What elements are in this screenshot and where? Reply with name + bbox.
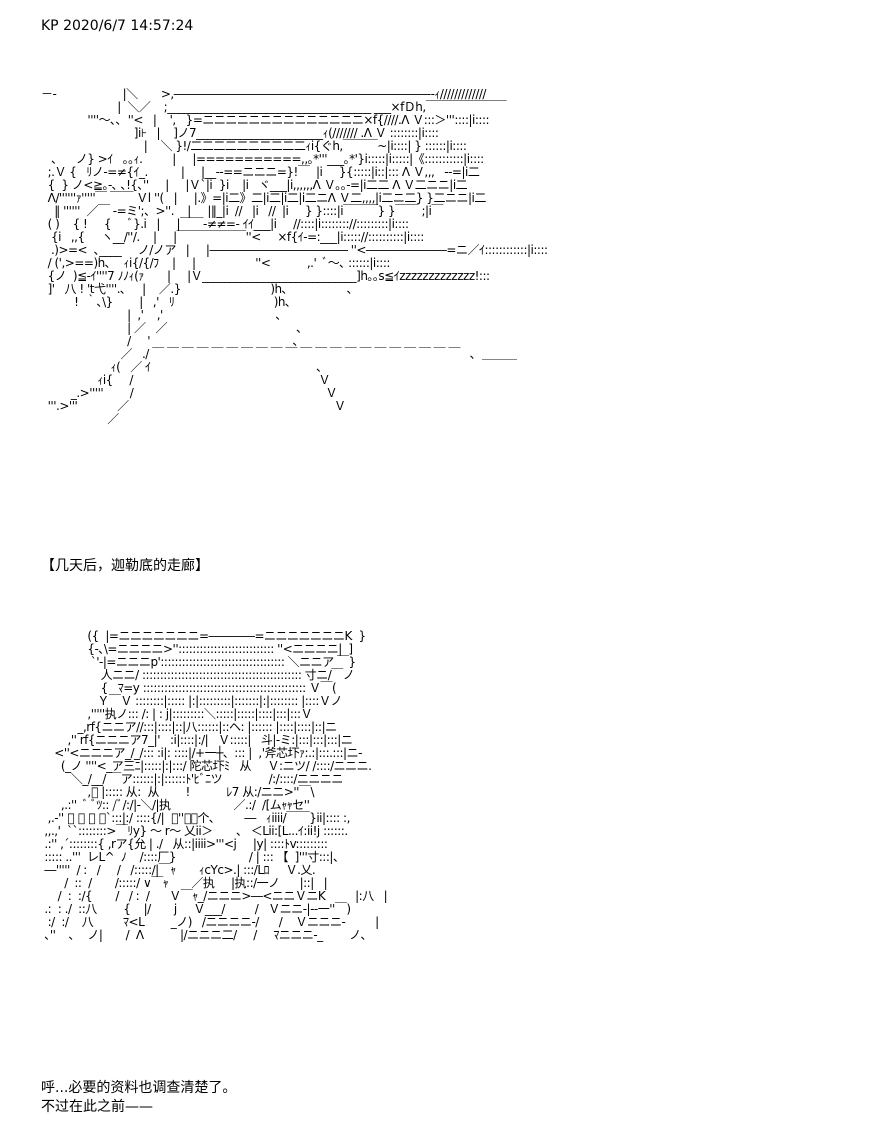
post-timestamp: KP 2020/6/7 14:57:24 [41, 18, 194, 34]
scene-caption: 【几天后，迦勒底的走廊】 [41, 558, 209, 574]
dialogue-line-2: 不过在此之前—— [41, 1099, 153, 1115]
ascii-art-character-portrait: ({ |=ニニニニニニニ=――――=ニニニニニニニK } {-､\=ニニニニ>'… [44, 630, 388, 942]
dialogue-line-1: 呼...必要的资料也调查清楚了。 [41, 1080, 237, 1096]
ascii-art-corridor-scene: －- |＼ >,――――――――――――――――――――――‐-ｨ///////… [41, 88, 548, 426]
